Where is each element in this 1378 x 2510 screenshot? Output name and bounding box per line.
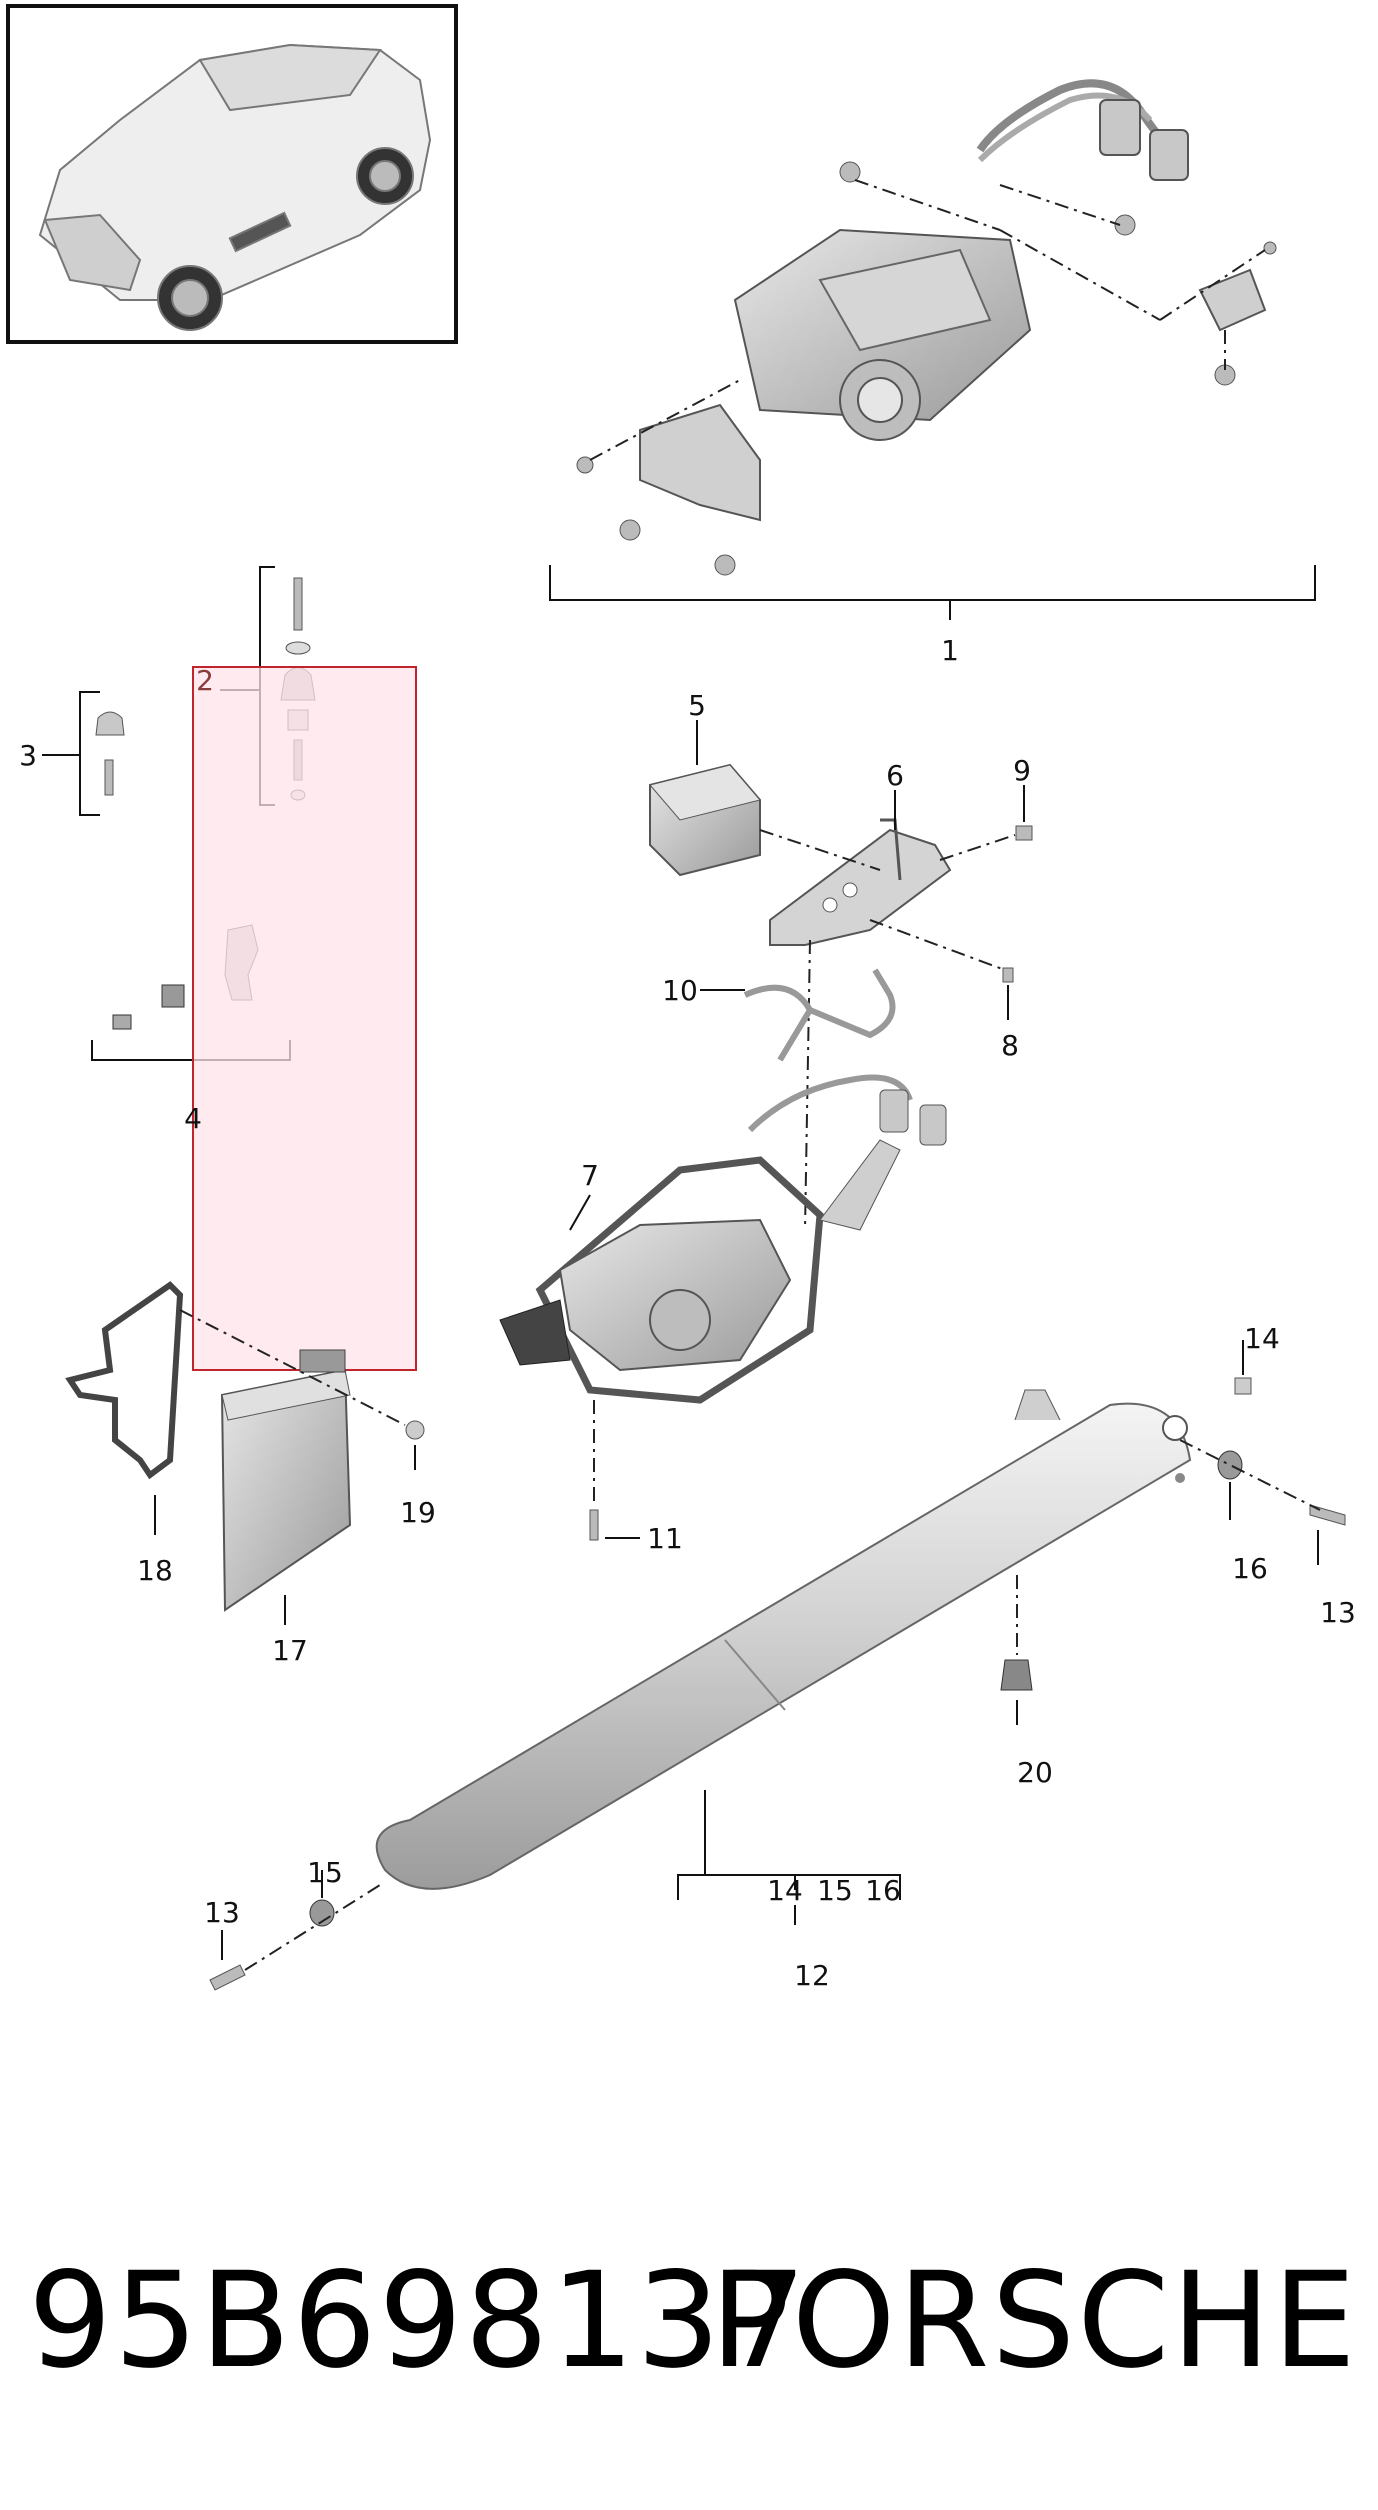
part-number: 95B698137 [28,2244,809,2398]
callout-17: 17 [272,1634,308,1667]
vehicle-thumbnail [6,4,458,344]
callout-15-left: 15 [307,1856,343,1889]
bushing-16 [1217,1450,1243,1480]
callout-6: 6 [886,759,904,792]
control-unit-17 [220,1349,352,1612]
brand-name: PORSCHE [710,2244,1358,2398]
callout-5: 5 [688,689,706,722]
callout-14-group: 14 [767,1874,803,1907]
callout-10: 10 [662,974,698,1007]
callout-13-right: 13 [1320,1596,1356,1629]
callout-16-right: 16 [1232,1552,1268,1585]
callout-16-group: 16 [865,1874,901,1907]
pipe-10 [743,968,896,1062]
bolt-13-left [209,1964,246,1991]
callout-8: 8 [1001,1029,1019,1062]
callout-20: 20 [1017,1756,1053,1789]
bolt-11 [589,1400,599,1541]
nut-19 [405,1420,425,1440]
compressor-assembly-1 [576,79,1277,576]
callout-2: 2 [196,664,214,697]
fastener-set-3 [95,711,125,796]
callout-9: 9 [1013,754,1031,787]
nut-14 [1234,1377,1252,1395]
relay-5 [649,763,761,877]
bracket-6 [769,818,952,946]
callout-1: 1 [941,634,959,667]
callout-4: 4 [184,1102,202,1135]
isolator-20 [1000,1659,1033,1691]
callout-18: 18 [137,1554,173,1587]
nut-9 [1015,825,1033,841]
callout-14-right: 14 [1244,1322,1280,1355]
callout-15-group: 15 [817,1874,853,1907]
callout-7: 7 [581,1159,599,1192]
air-reservoir-12 [375,1389,1192,1890]
bracket-18 [65,1281,184,1480]
suv-car-icon [38,43,432,331]
screw-8 [1002,967,1014,983]
callout-12: 12 [794,1959,830,1992]
callout-19: 19 [400,1496,436,1529]
highlight-region [192,666,417,1371]
callout-13-left: 13 [204,1896,240,1929]
callout-3: 3 [19,739,37,772]
callout-11: 11 [647,1522,683,1555]
bushing-15 [309,1899,335,1927]
compressor-frame-7 [499,1074,947,1404]
